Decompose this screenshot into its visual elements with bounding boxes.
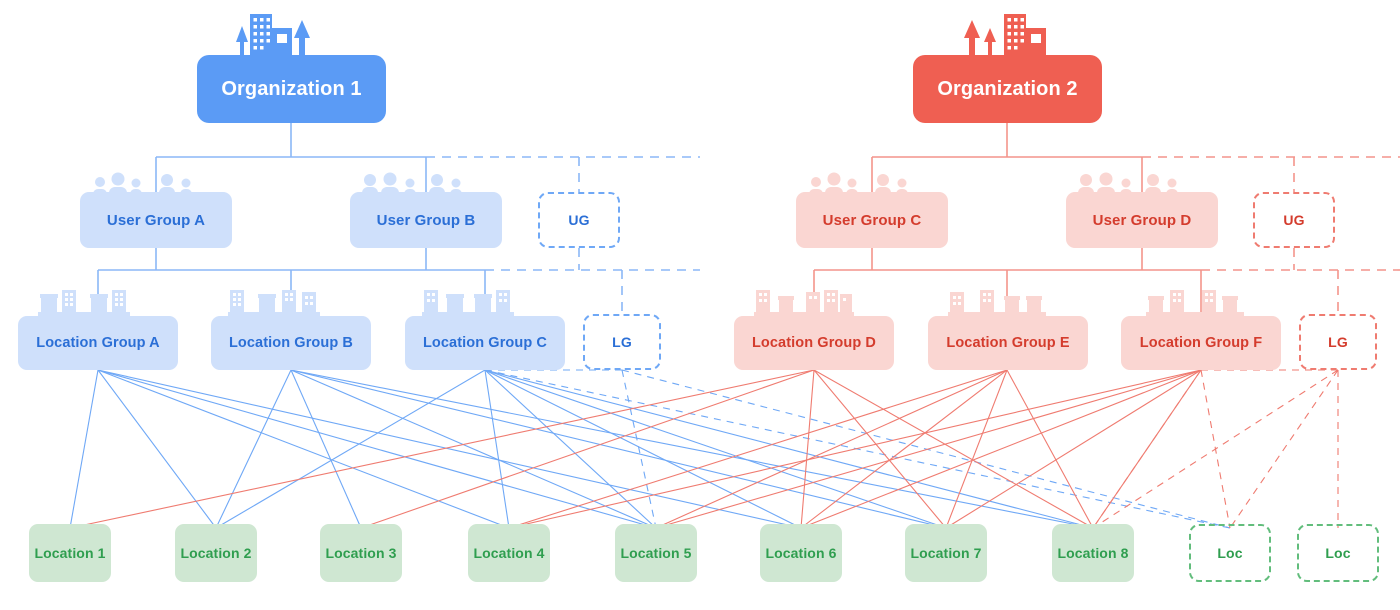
org2-usergroup-dashed-extension xyxy=(1142,156,1400,192)
org2-to-usergroup-connectors xyxy=(871,123,1143,192)
location-node-6[interactable]: Location 6 xyxy=(760,524,842,582)
buildings-icon xyxy=(948,290,1046,318)
org1-usergroup-dashed-extension xyxy=(426,156,700,192)
location-group-node-c[interactable]: Location Group C xyxy=(405,316,565,370)
user-group-node-c[interactable]: User Group C xyxy=(796,192,948,248)
location-group-placeholder-blue[interactable]: LG xyxy=(583,314,661,370)
org1-to-usergroup-connectors xyxy=(155,123,427,192)
locationgroup-c-dashed-links xyxy=(484,369,1231,529)
location-node-4[interactable]: Location 4 xyxy=(468,524,550,582)
city-trees-icon xyxy=(236,14,310,56)
buildings-icon xyxy=(38,290,130,318)
location-node-5[interactable]: Location 5 xyxy=(615,524,697,582)
location-group-node-f[interactable]: Location Group F xyxy=(1121,316,1281,370)
location-group-node-b[interactable]: Location Group B xyxy=(211,316,371,370)
user-group-placeholder-blue[interactable]: UG xyxy=(538,192,620,248)
locationgroup-e-to-location-links xyxy=(508,369,1094,529)
location-node-3[interactable]: Location 3 xyxy=(320,524,402,582)
organization-node-2[interactable]: Organization 2 xyxy=(913,55,1102,123)
usergroup-blue-locationgroup-dashed-extension xyxy=(485,248,700,316)
user-group-placeholder-red[interactable]: UG xyxy=(1253,192,1335,248)
usergroup-red-locationgroup-dashed-extension xyxy=(1201,248,1400,316)
user-group-node-a[interactable]: User Group A xyxy=(80,192,232,248)
organization-node-1[interactable]: Organization 1 xyxy=(197,55,386,123)
user-group-node-d[interactable]: User Group D xyxy=(1066,192,1218,248)
location-node-7[interactable]: Location 7 xyxy=(905,524,987,582)
locationgroup-b-to-location-links xyxy=(215,369,1094,529)
location-node-1[interactable]: Location 1 xyxy=(29,524,111,582)
location-group-node-d[interactable]: Location Group D xyxy=(734,316,894,370)
locationgroup-placeholder-red-links xyxy=(1092,369,1339,529)
buildings-icon xyxy=(422,290,514,318)
city-trees-icon xyxy=(964,14,1046,56)
buildings-icon xyxy=(754,290,854,318)
location-placeholder-1[interactable]: Loc xyxy=(1189,524,1271,582)
locationgroup-d-to-location-links xyxy=(69,369,1094,529)
location-group-node-e[interactable]: Location Group E xyxy=(928,316,1088,370)
location-node-2[interactable]: Location 2 xyxy=(175,524,257,582)
locationgroup-c-to-location-links xyxy=(215,369,1094,529)
user-group-node-b[interactable]: User Group B xyxy=(350,192,502,248)
location-placeholder-2[interactable]: Loc xyxy=(1297,524,1379,582)
buildings-icon xyxy=(1146,290,1244,318)
location-group-node-a[interactable]: Location Group A xyxy=(18,316,178,370)
locationgroup-placeholder-blue-links xyxy=(621,369,1231,529)
location-node-8[interactable]: Location 8 xyxy=(1052,524,1134,582)
buildings-icon xyxy=(228,290,320,318)
location-group-placeholder-red[interactable]: LG xyxy=(1299,314,1377,370)
